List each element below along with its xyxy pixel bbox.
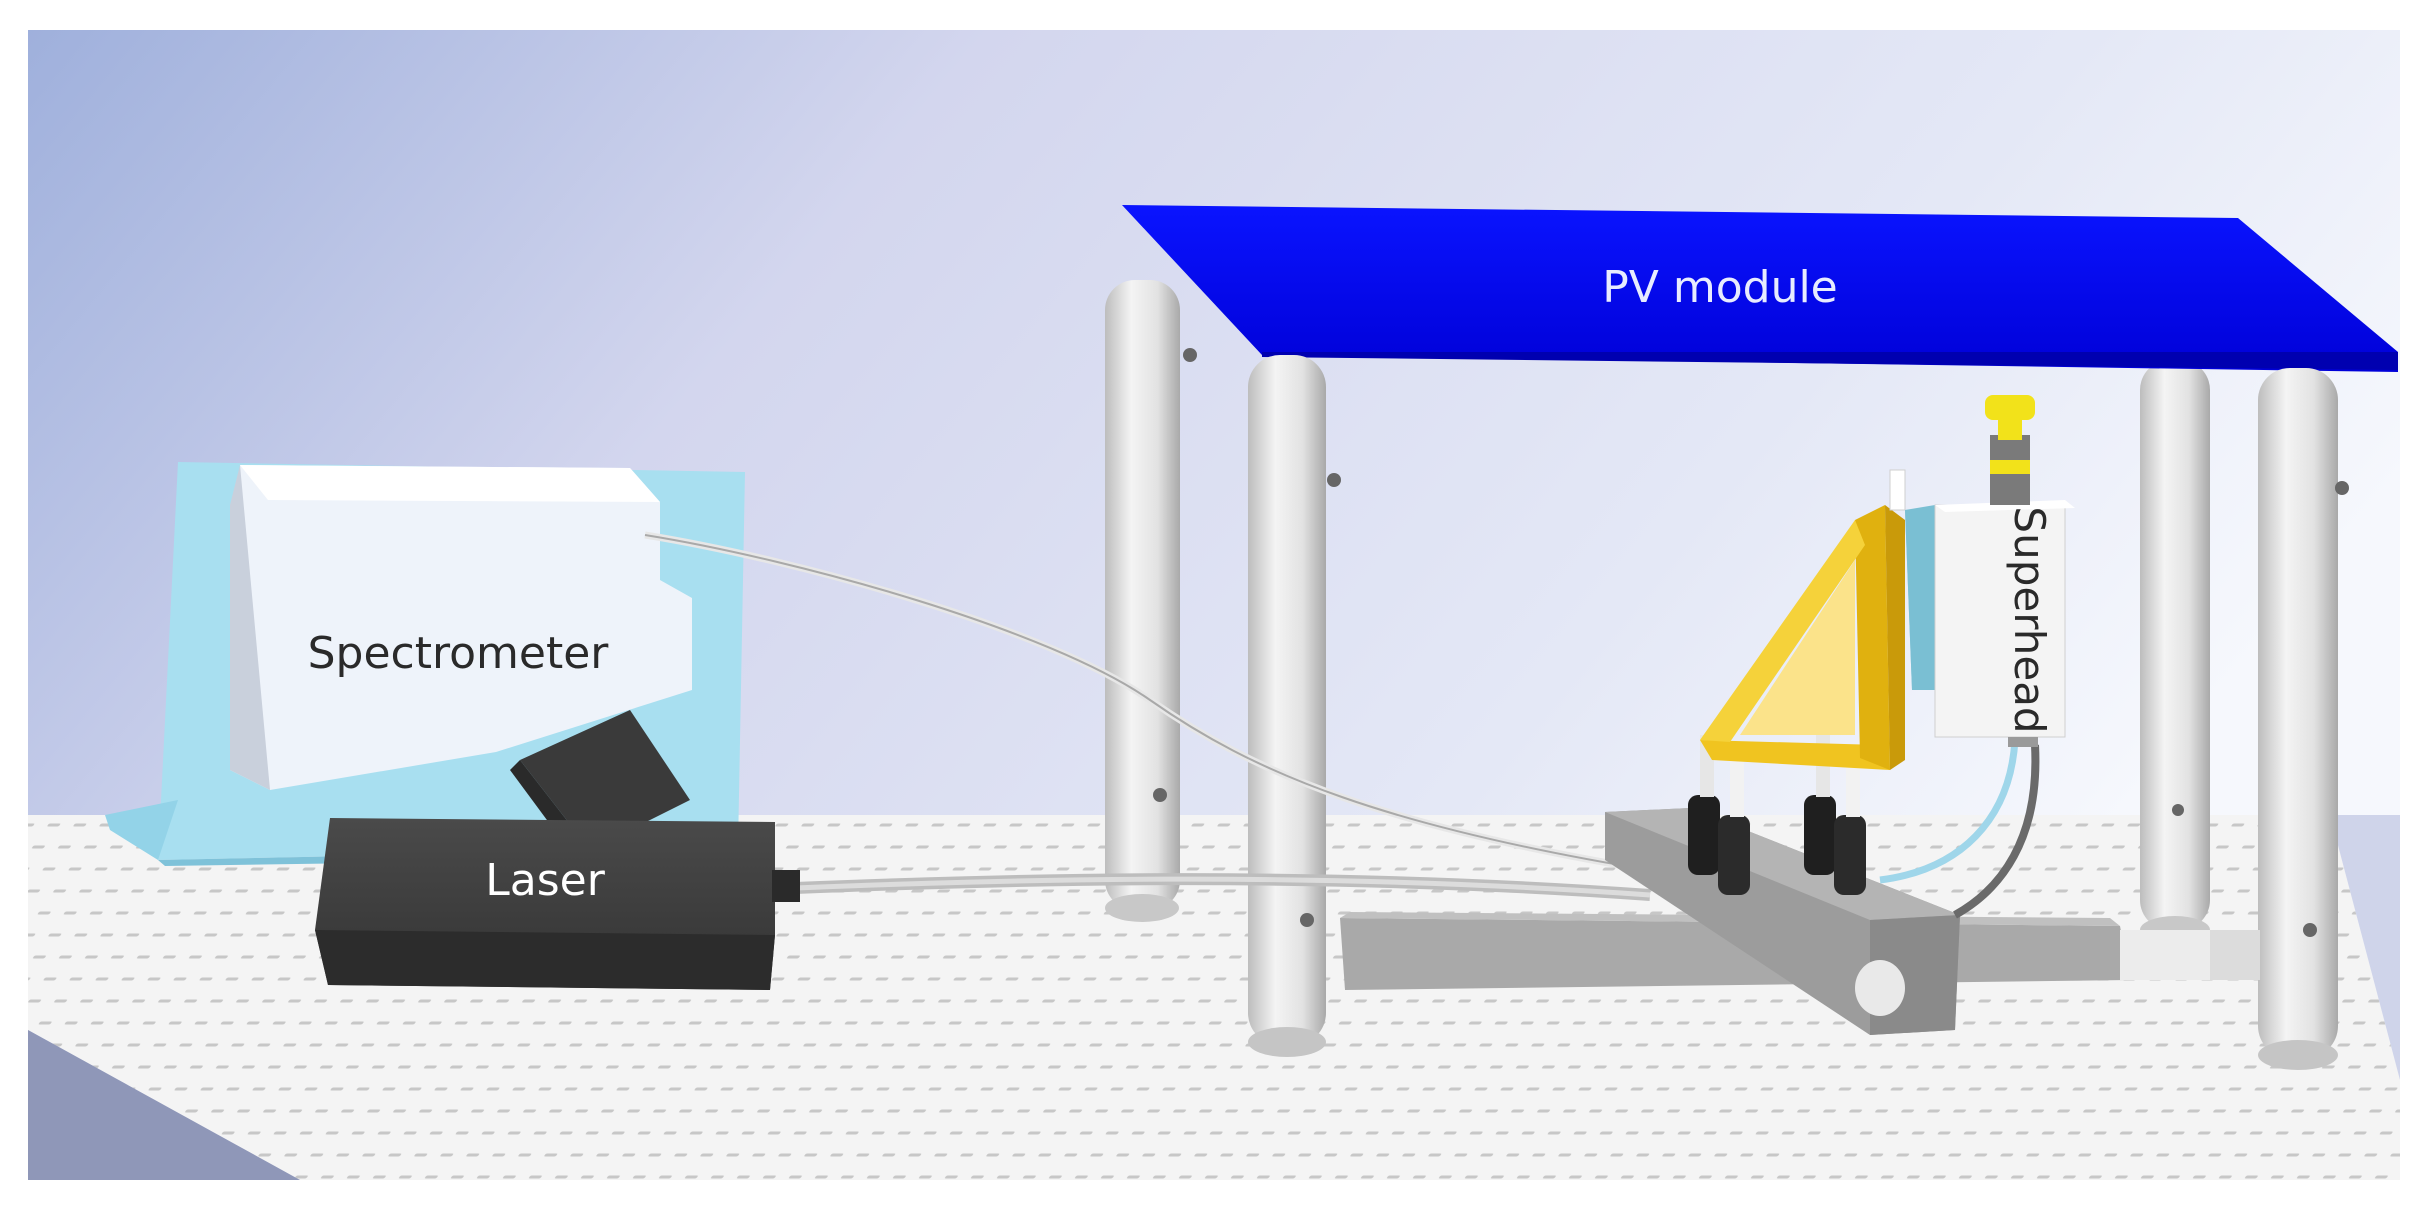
pv-module-label: PV module — [1602, 262, 1838, 313]
pv-frame-post — [1105, 280, 1197, 922]
pv-frame-post — [2140, 360, 2210, 944]
pv-module: PV module — [1122, 205, 2398, 372]
mirror-mount-posts — [1688, 735, 1866, 895]
mirror-mount — [1700, 505, 1905, 770]
laser: Laser — [315, 818, 800, 990]
pv-frame-post — [1248, 355, 1341, 1057]
superhead: Superhead — [1889, 395, 2075, 747]
spectrometer: Spectrometer — [230, 465, 692, 790]
pv-frame-post — [2258, 368, 2349, 1070]
laser-label: Laser — [485, 855, 605, 906]
superhead-label: Superhead — [2005, 506, 2054, 733]
spectrometer-label: Spectrometer — [308, 628, 610, 679]
